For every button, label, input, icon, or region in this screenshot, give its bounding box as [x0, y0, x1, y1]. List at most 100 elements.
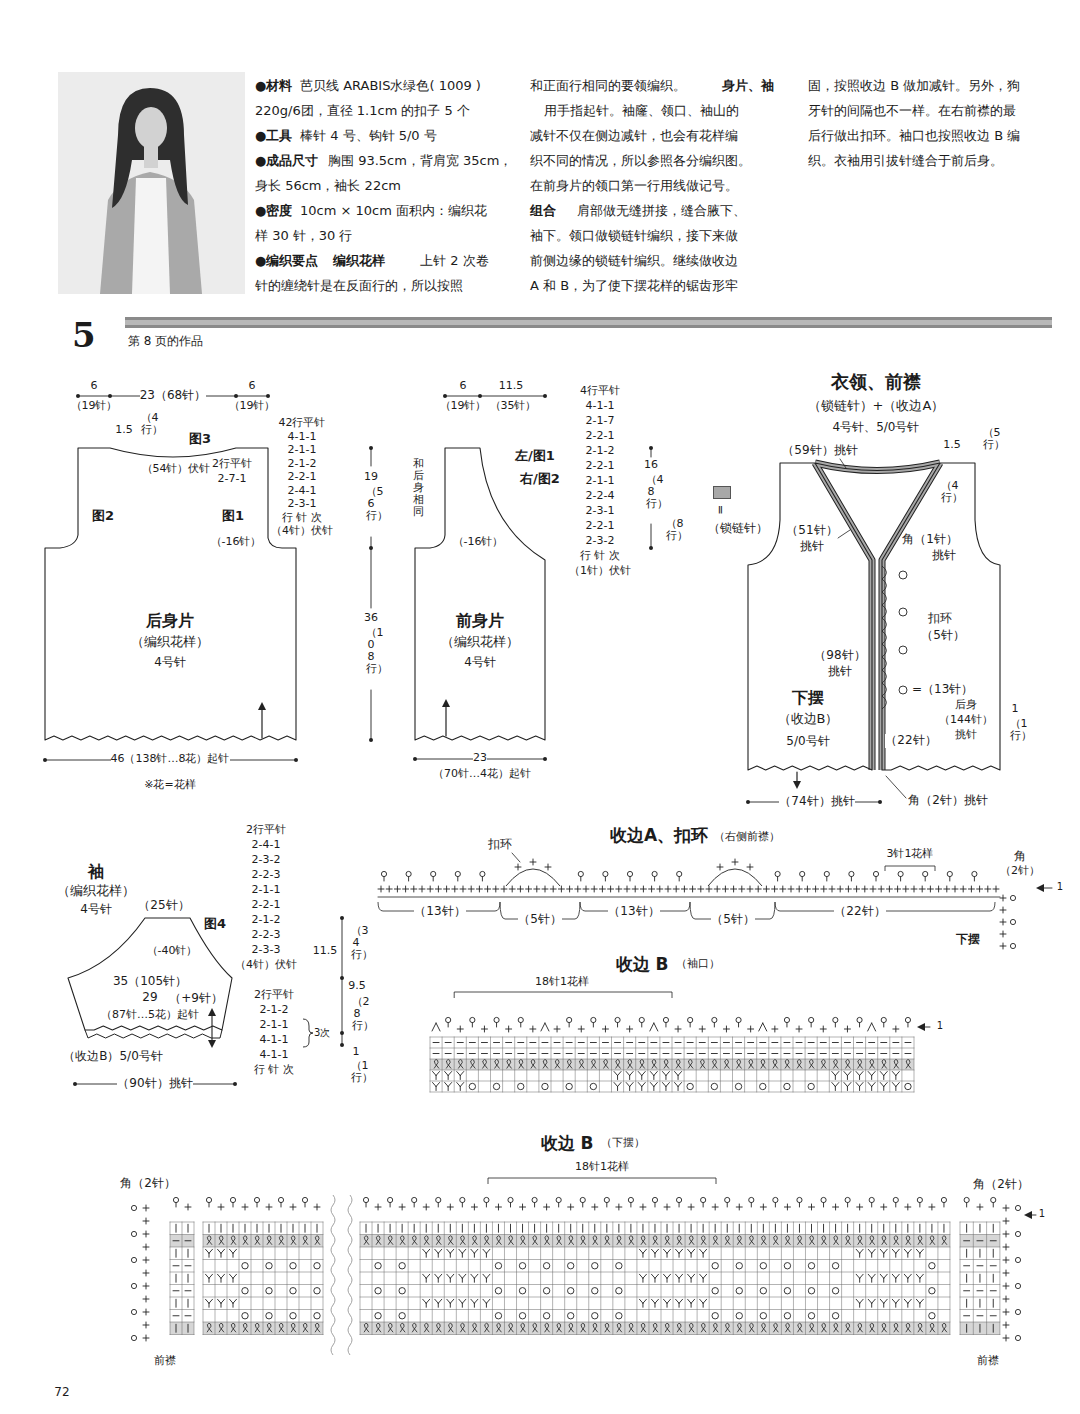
chart-symbol: [454, 886, 455, 892]
chart-symbol: [749, 1197, 754, 1202]
pattern-label: （74针）挑针: [779, 795, 854, 809]
chart-symbol: [577, 886, 578, 892]
pattern-label: 2-2-3: [252, 929, 281, 942]
chart-symbol: [434, 1060, 439, 1069]
chart-symbol: [557, 1236, 562, 1245]
pattern-label: 2行平针: [212, 458, 252, 471]
chart-grid: [384, 1222, 385, 1335]
chart-symbol: [907, 1278, 908, 1282]
chart-symbol: [703, 1274, 707, 1278]
chart-symbol: [255, 1323, 260, 1332]
pattern-label: （108行）: [366, 627, 377, 675]
chart-symbol: [496, 1323, 501, 1332]
chart-symbol: [462, 1274, 466, 1278]
chart-symbol: [233, 1274, 237, 1278]
chart-symbol: [796, 1053, 802, 1054]
pattern-label: 角（2针）: [120, 1177, 176, 1191]
chart-symbol: [381, 886, 382, 892]
spec-text: 样 30 针，30 行: [255, 229, 352, 244]
chart-symbol: [569, 1023, 570, 1027]
chart-symbol: [797, 1323, 802, 1332]
chart-grid: [360, 1222, 361, 1335]
chart-symbol: [832, 1072, 836, 1076]
chart-symbol: [470, 1017, 475, 1022]
chart-shade: [960, 1235, 1000, 1248]
leader-line: [886, 776, 906, 798]
chart-symbol: [715, 1204, 716, 1210]
chart-symbol: [480, 871, 485, 876]
chart-symbol: [242, 1288, 248, 1294]
chart-symbol: [881, 1017, 886, 1022]
pattern-label: 2-2-1: [586, 460, 615, 473]
chart-symbol: [785, 1060, 790, 1069]
chart-symbol: [847, 1072, 851, 1076]
chart-symbol: [737, 1323, 742, 1332]
chart-symbol: [376, 1236, 381, 1245]
chart-symbol: [761, 1323, 766, 1332]
chart-symbol: [209, 1224, 210, 1232]
chart-symbol: [908, 1249, 912, 1253]
chart-symbol: [487, 886, 488, 892]
pattern-label: 挑针: [955, 729, 977, 742]
chart-symbol: [894, 1323, 899, 1332]
chart-symbol: [654, 1203, 655, 1207]
chart-symbol: [650, 1023, 654, 1031]
pattern-label: （28行）: [352, 996, 363, 1032]
chart-symbol: [481, 1042, 487, 1043]
chart-symbol: [317, 1224, 318, 1232]
chart-symbol: [749, 1323, 754, 1332]
chart-symbol: [675, 1072, 679, 1076]
chart-grid: [853, 1037, 854, 1092]
pattern-label: （下摆）: [601, 1137, 645, 1150]
pattern-label: （4行）: [941, 480, 952, 504]
chart-symbol: [1003, 895, 1004, 901]
chart-symbol: [291, 1236, 296, 1245]
chart-symbol: [474, 1278, 475, 1282]
chart-symbol: [811, 1204, 812, 1210]
chart-grid: [576, 1222, 577, 1335]
chart-symbol: [233, 1299, 237, 1303]
chart-symbol: [651, 1053, 657, 1054]
chart-symbol: [281, 1203, 282, 1207]
piece-note: 4号针: [154, 656, 186, 670]
chart-symbol: [777, 877, 778, 881]
dimension-dot: [43, 758, 47, 762]
chart-symbol: [474, 1224, 475, 1232]
button-loop: [882, 670, 887, 683]
chart-grid: [480, 1222, 481, 1335]
chart-symbol: [431, 871, 436, 876]
spec-text: 和正面行相同的要领编织。: [530, 79, 686, 94]
chart-symbol: [568, 1313, 574, 1319]
chart-symbol: [642, 1224, 643, 1232]
chart-symbol: [486, 1278, 487, 1282]
spec-text: 芭贝线 ARABIS水绿色( 1009 ): [300, 79, 481, 94]
chart-symbol: [617, 1236, 622, 1245]
dimension-dot: [294, 758, 298, 762]
sleeve-edging: [85, 1030, 222, 1038]
chart-symbol: [871, 1278, 872, 1282]
chart-symbol: [845, 1060, 850, 1069]
chart-symbol: [655, 1274, 659, 1278]
pattern-label: 1: [353, 1046, 360, 1059]
chart-symbol: [871, 1303, 872, 1307]
chart-symbol: [269, 1204, 270, 1210]
pattern-label: 36: [364, 612, 378, 625]
chart-grid: [538, 1037, 539, 1092]
chart-symbol: [871, 1203, 872, 1207]
chart-symbol: [920, 1274, 924, 1278]
chart-symbol: [905, 1042, 911, 1043]
chart-symbol: [872, 1299, 876, 1303]
chart-symbol: [448, 1323, 453, 1332]
pattern-label: 11.5: [313, 945, 338, 958]
chart-symbol: [820, 1042, 826, 1043]
chart-symbol: [1003, 943, 1004, 949]
chart-symbol: [930, 1236, 935, 1245]
chart-symbol: [131, 1205, 136, 1210]
chart-symbol: [242, 1313, 248, 1319]
chart-symbol: [534, 1203, 535, 1207]
chart-symbol: [626, 1083, 630, 1087]
chart-symbol: [173, 1240, 179, 1241]
chart-grid: [672, 1037, 673, 1092]
chart-symbol: [799, 1203, 800, 1207]
chart-symbol: [482, 1060, 487, 1069]
